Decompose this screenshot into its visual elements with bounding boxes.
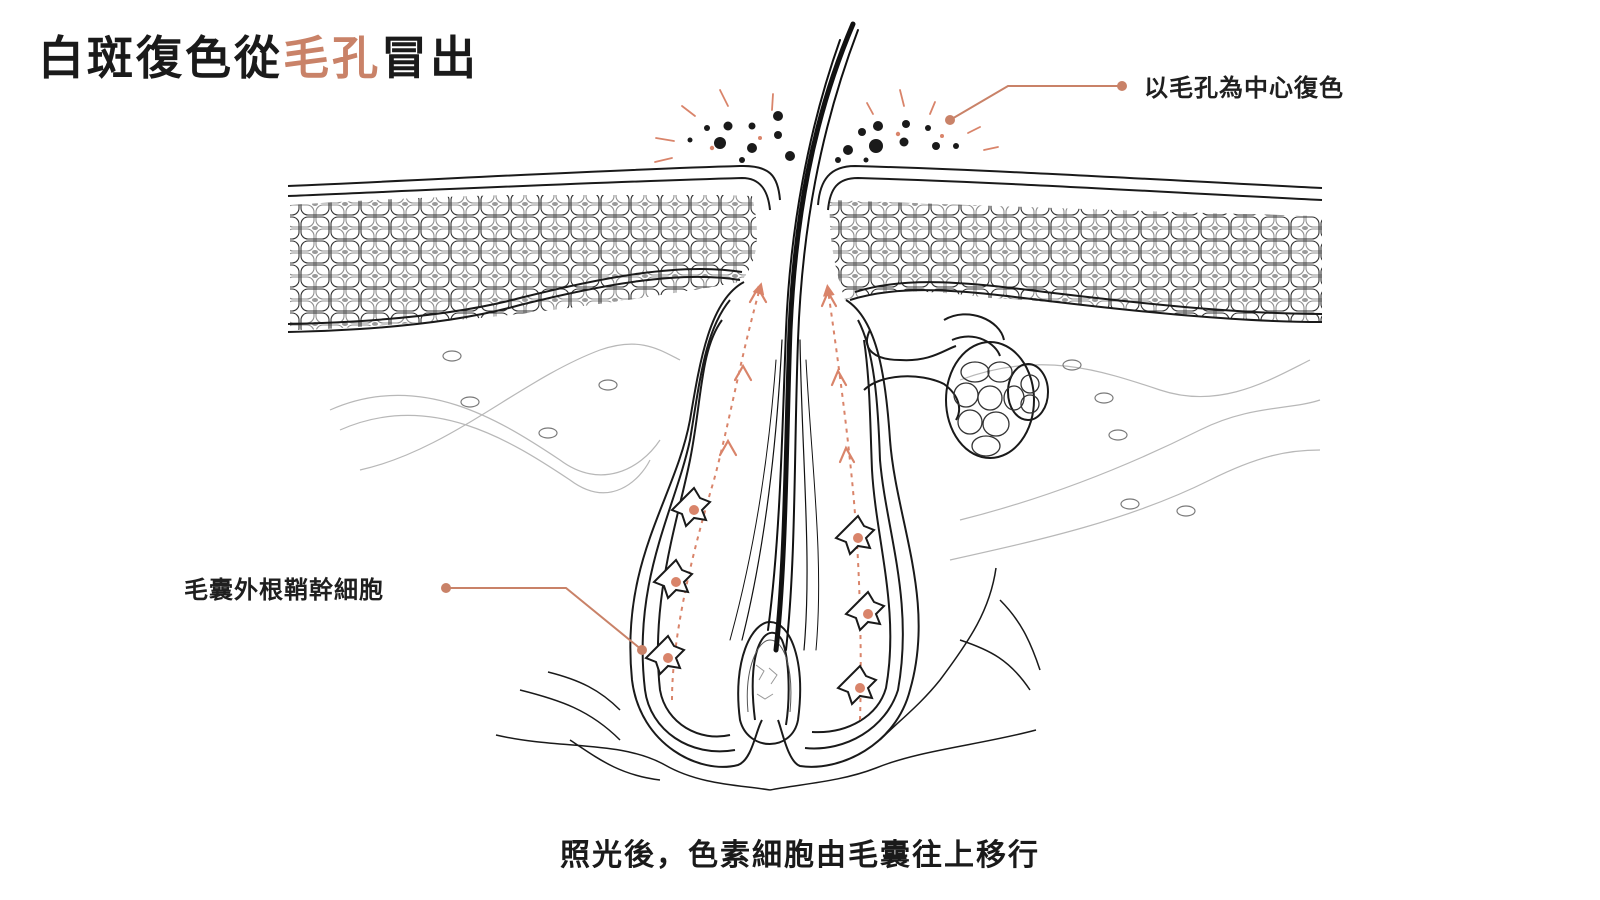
title-suffix: 冒出 <box>381 31 479 85</box>
pigment-dots <box>687 111 959 163</box>
callout-top-leader <box>949 85 1122 121</box>
sebaceous-gland <box>863 313 1049 459</box>
skin-surface <box>287 164 1323 211</box>
callout-left-leader <box>446 587 643 651</box>
callout-top-dot-end <box>1117 81 1127 91</box>
pigment-spray <box>654 89 999 163</box>
callout-stem-cells: 毛囊外根鞘幹細胞 <box>184 576 384 604</box>
hair-shaft <box>729 21 859 653</box>
pigment-dots-accent <box>709 131 944 151</box>
melanocyte-nuclei <box>663 505 873 693</box>
callout-top-dot-start <box>945 115 955 125</box>
title-accent: 毛孔 <box>283 31 381 85</box>
epidermis-cells-left <box>290 195 757 330</box>
blood-vessels <box>495 567 1041 791</box>
sebaceous-lobules <box>953 361 1040 457</box>
dermal-papilla <box>737 620 802 745</box>
epidermis-boundary <box>287 267 1323 333</box>
diagram-caption: 照光後，色素細胞由毛囊往上移行 <box>560 838 1040 873</box>
arrow-chevrons <box>718 285 856 464</box>
dermis-fibers <box>329 343 1321 561</box>
callout-pore-repigmentation: 以毛孔為中心復色 <box>1144 74 1344 102</box>
callout-left-dot-start <box>441 583 451 593</box>
migration-arrows <box>671 282 862 721</box>
diagram-title: 白斑復色從毛孔冒出 <box>38 28 479 88</box>
callout-left-dot-end <box>637 645 647 655</box>
dermis-cells <box>442 350 1196 517</box>
title-prefix: 白斑復色從 <box>38 31 283 85</box>
epidermis-cells-right <box>829 200 1322 322</box>
